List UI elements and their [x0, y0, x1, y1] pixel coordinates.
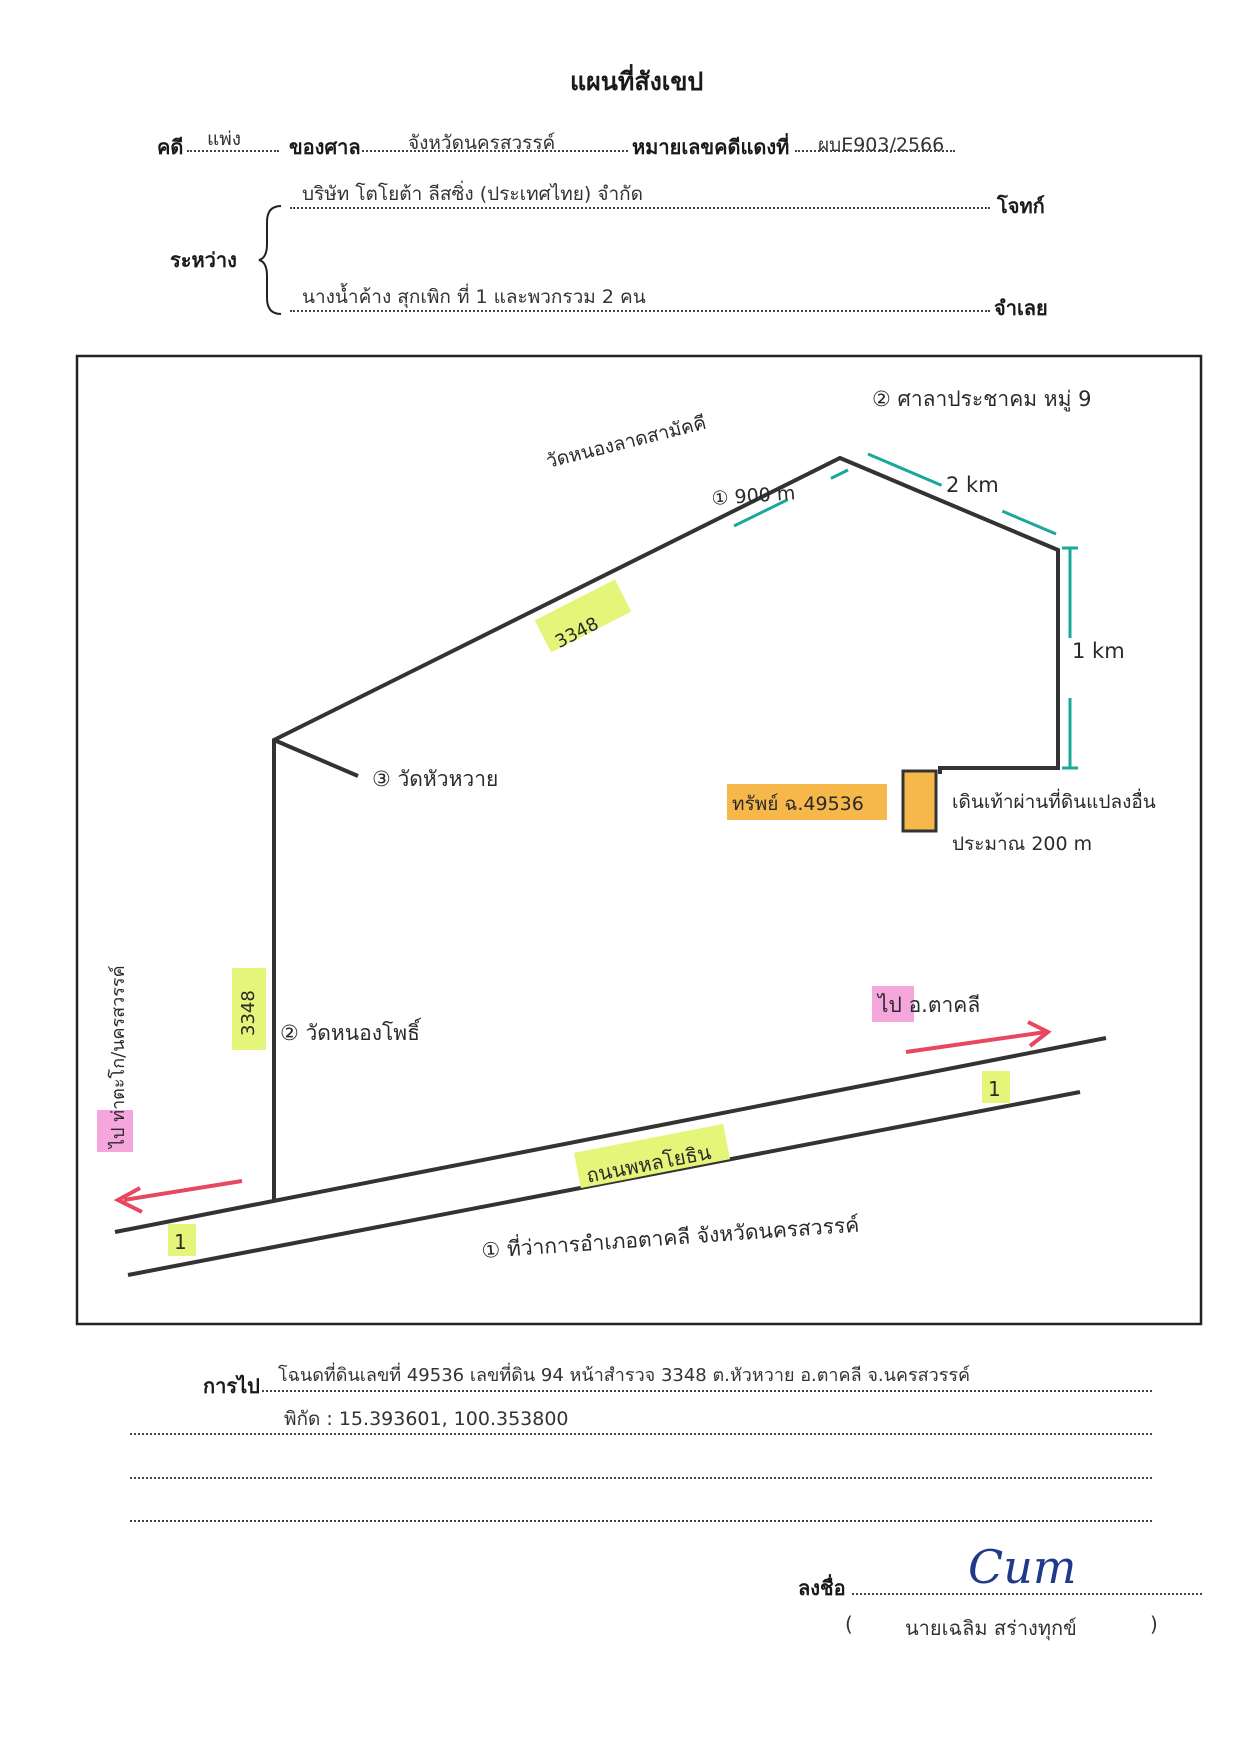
signer-open-paren: ( — [845, 1612, 853, 1636]
road-num-right-highlight — [982, 1071, 1010, 1103]
sign-dots — [852, 1593, 1202, 1595]
defendant-dots — [290, 310, 990, 312]
distance-2km-label: 2 km — [946, 473, 999, 497]
page-title: แผนที่สังเขป — [570, 67, 704, 96]
signer-name: นายเฉลิม สร่างทุกข์ — [905, 1616, 1077, 1640]
road-3348-lower-label: 3348 — [238, 990, 259, 1036]
route-dots-1 — [262, 1390, 1152, 1392]
defendant-name: นางน้ำค้าง สุกเพิก ที่ 1 และพวกรวม 2 คน — [302, 286, 646, 308]
asset-plot — [901, 769, 938, 833]
sign-label: ลงชื่อ — [798, 1576, 846, 1600]
case-dots — [187, 150, 279, 152]
signature: Cum — [968, 1540, 1077, 1594]
red-case-dots — [795, 150, 955, 152]
red-case-label: หมายเลขคดีแดงที่ — [632, 135, 790, 159]
road-num-left: 1 — [174, 1230, 187, 1254]
arrow-to-takhli — [905, 1030, 1047, 1054]
between-label: ระหว่าง — [170, 248, 237, 272]
route-line-2: พิกัด : 15.393601, 100.353800 — [284, 1408, 569, 1430]
district-office-label: ① ที่ว่าการอำเภอตาคลี จังหวัดนครสวรรค์ — [480, 1210, 859, 1263]
asset-label-highlight — [727, 784, 887, 820]
defendant-label: จำเลย — [994, 296, 1048, 320]
to-left-highlight — [97, 1110, 133, 1152]
community-hall-label: ② ศาลาประชาคม หมู่ 9 — [872, 387, 1092, 412]
branch-to-wat-hua-wang — [273, 738, 359, 778]
brace — [258, 205, 282, 315]
to-takhli-label: ไป อ.ตาคลี — [876, 993, 980, 1017]
main-road-upper-edge — [114, 1036, 1107, 1234]
plaintiff-name: บริษัท โตโยต้า ลีสซิ่ง (ประเทศไทย) จำกัด — [302, 183, 644, 205]
distance-900m-marker — [733, 468, 849, 528]
road-num-right: 1 — [988, 1077, 1001, 1101]
wat-nong-pho-label: ② วัดหนองโพธิ์ — [280, 1017, 422, 1045]
asset-label: ทรัพย์ ฉ.49536 — [732, 793, 864, 815]
main-road-label-highlight — [573, 1123, 731, 1189]
court-dots — [362, 150, 628, 152]
signer-close-paren: ) — [1150, 1612, 1158, 1636]
distance-900m-label: ① 900 m — [711, 482, 796, 510]
road-3348-lower-highlight — [232, 968, 266, 1050]
walk-note-line-1: เดินเท้าผ่านที่ดินแปลงอื่น — [952, 788, 1156, 813]
route-dots-3 — [130, 1477, 1152, 1479]
case-label: คดี — [157, 135, 184, 159]
route-label: การไป — [203, 1374, 260, 1398]
road-3348-upper-highlight — [534, 579, 632, 653]
walk-note-line-2: ประมาณ 200 m — [952, 833, 1092, 855]
route-dots-2 — [130, 1433, 1152, 1435]
distance-1km-label: 1 km — [1072, 639, 1125, 663]
to-takhli-highlight — [872, 986, 914, 1022]
wat-hua-wang-label: ③ วัดหัวหวาย — [372, 767, 498, 791]
route-dots-4 — [130, 1520, 1152, 1522]
case-type: แพ่ง — [207, 128, 242, 150]
arrow-to-left-head — [113, 1186, 143, 1214]
arrow-to-takhli-head — [1027, 1020, 1052, 1048]
to-left-label: ไป ท่าตะโก/นครสวรรค์ — [107, 965, 129, 1150]
distance-2km-marker — [867, 452, 1057, 536]
plaintiff-dots — [290, 207, 990, 209]
route-path — [272, 455, 1060, 1200]
road-num-left-highlight — [168, 1224, 196, 1256]
court-label: ของศาล — [289, 135, 361, 159]
route-line-1: โฉนดที่ดินเลขที่ 49536 เลขที่ดิน 94 หน้า… — [278, 1365, 971, 1386]
wat-samakkhi-label: วัดหนองลาดสามัคคี — [544, 412, 709, 473]
plaintiff-label: โจทก์ — [997, 194, 1045, 218]
map-frame — [75, 354, 1203, 1326]
court-name: จังหวัดนครสวรรค์ — [408, 132, 556, 154]
arrow-to-left — [123, 1179, 243, 1202]
